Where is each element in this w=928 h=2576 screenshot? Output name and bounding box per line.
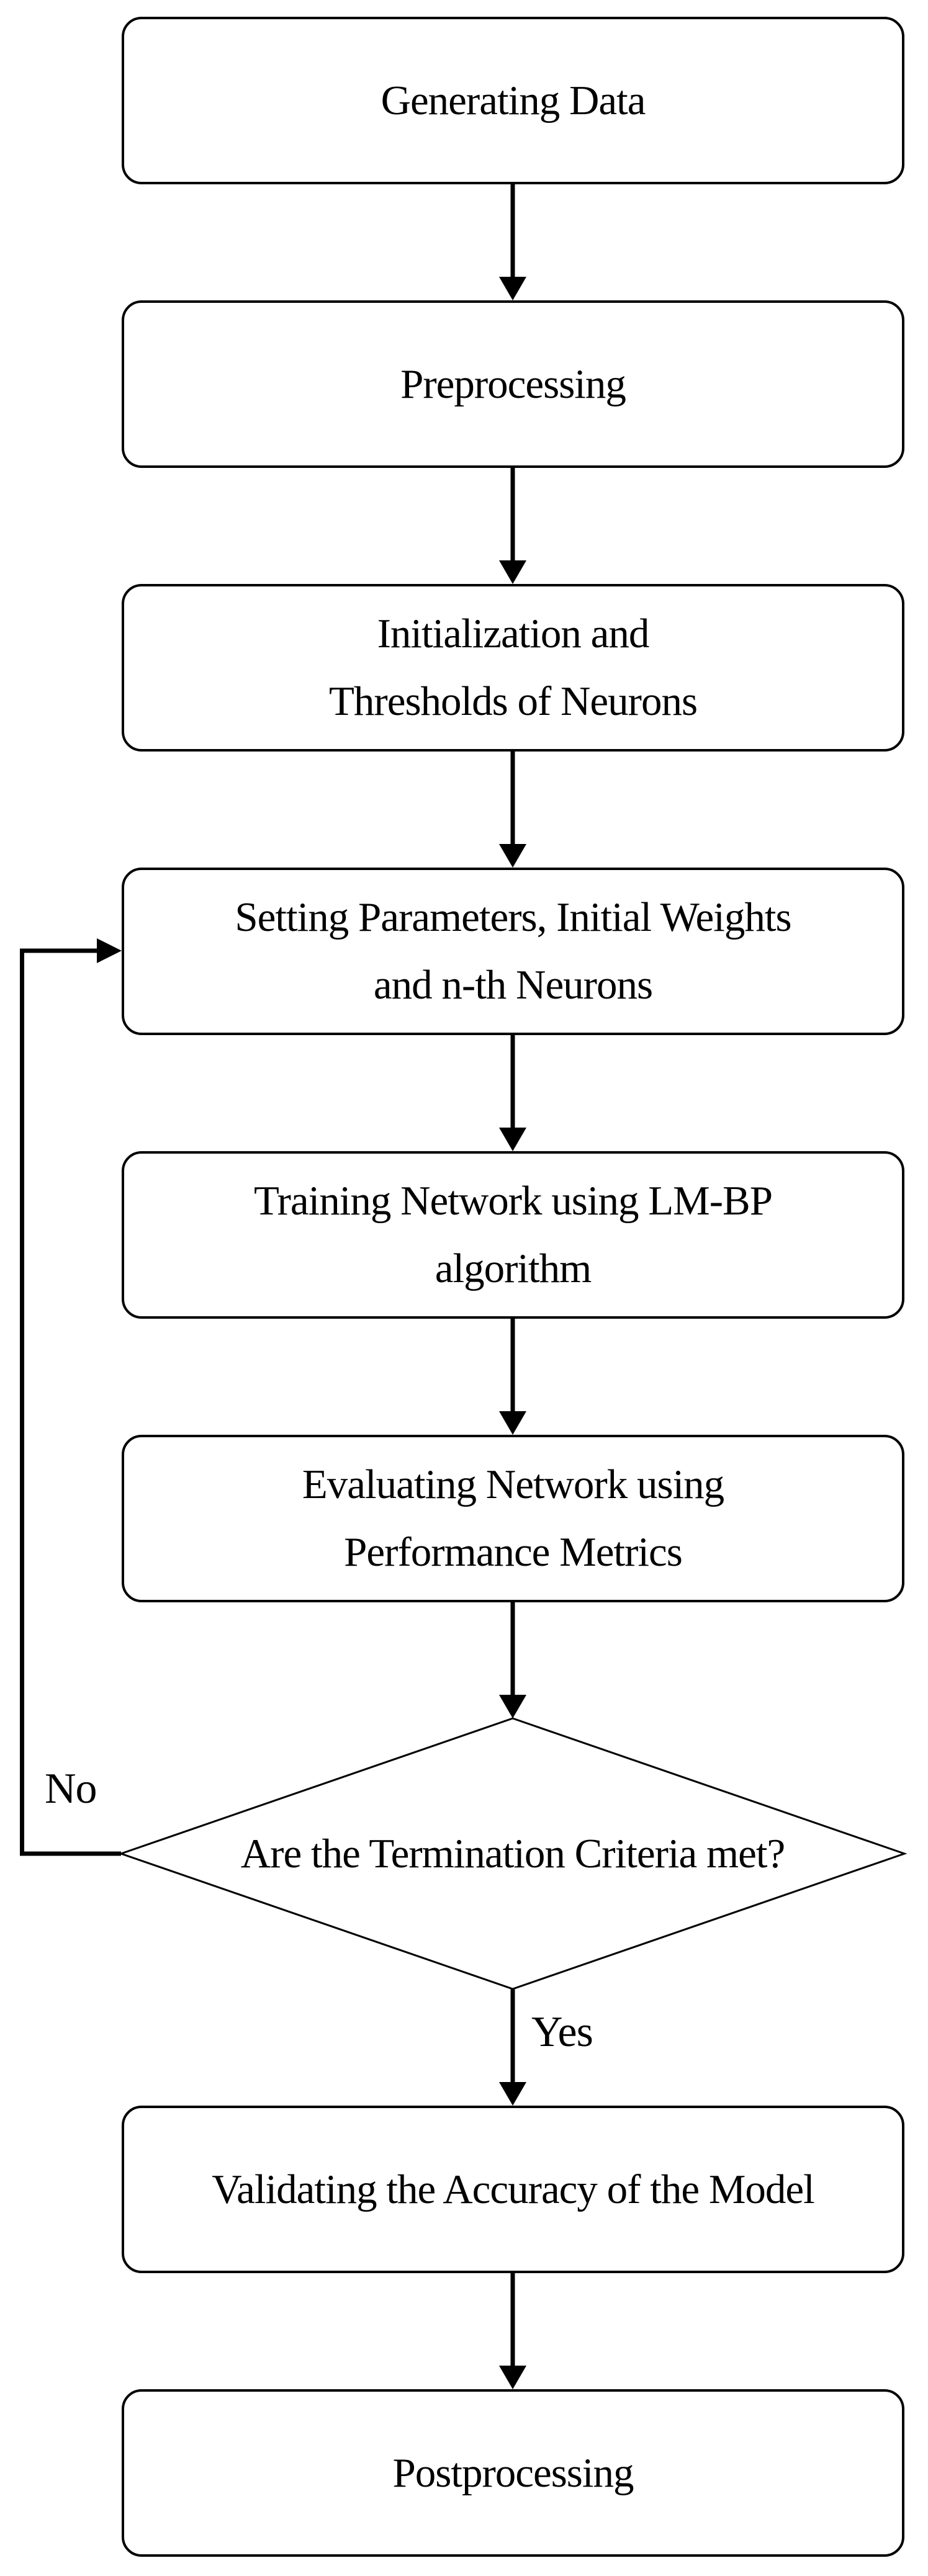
arrow-heads	[499, 277, 526, 2389]
node-setting-parameters: Setting Parameters, Initial Weights and …	[122, 868, 904, 1035]
node-termination-check-label: Are the Termination Criteria met?	[240, 1830, 785, 1877]
arrowhead-icon	[499, 1411, 526, 1435]
arrowhead-icon	[499, 1128, 526, 1151]
node-postprocessing: Postprocessing	[122, 2389, 904, 2557]
node-training-network: Training Network using LM-BP algorithm	[122, 1151, 904, 1319]
node-preprocessing: Preprocessing	[122, 300, 904, 468]
no-loop-line	[20, 948, 121, 1856]
node-generating-data: Generating Data	[122, 17, 904, 184]
edge-label-no: No	[45, 1765, 97, 1813]
arrowhead-icon	[97, 938, 122, 963]
arrowhead-icon	[499, 2366, 526, 2389]
decision-diamond	[118, 1717, 908, 1990]
arrowhead-icon	[499, 844, 526, 868]
arrowhead-icon	[499, 560, 526, 584]
node-initialization: Initialization and Thresholds of Neurons	[122, 584, 904, 752]
edge-label-yes: Yes	[531, 2008, 593, 2056]
arrowhead-icon	[499, 1695, 526, 1718]
arrowhead-icon	[499, 2082, 526, 2106]
node-validating-model: Validating the Accuracy of the Model	[122, 2106, 904, 2273]
arrowhead-icon	[499, 277, 526, 300]
node-evaluating-network: Evaluating Network using Performance Met…	[122, 1435, 904, 1602]
